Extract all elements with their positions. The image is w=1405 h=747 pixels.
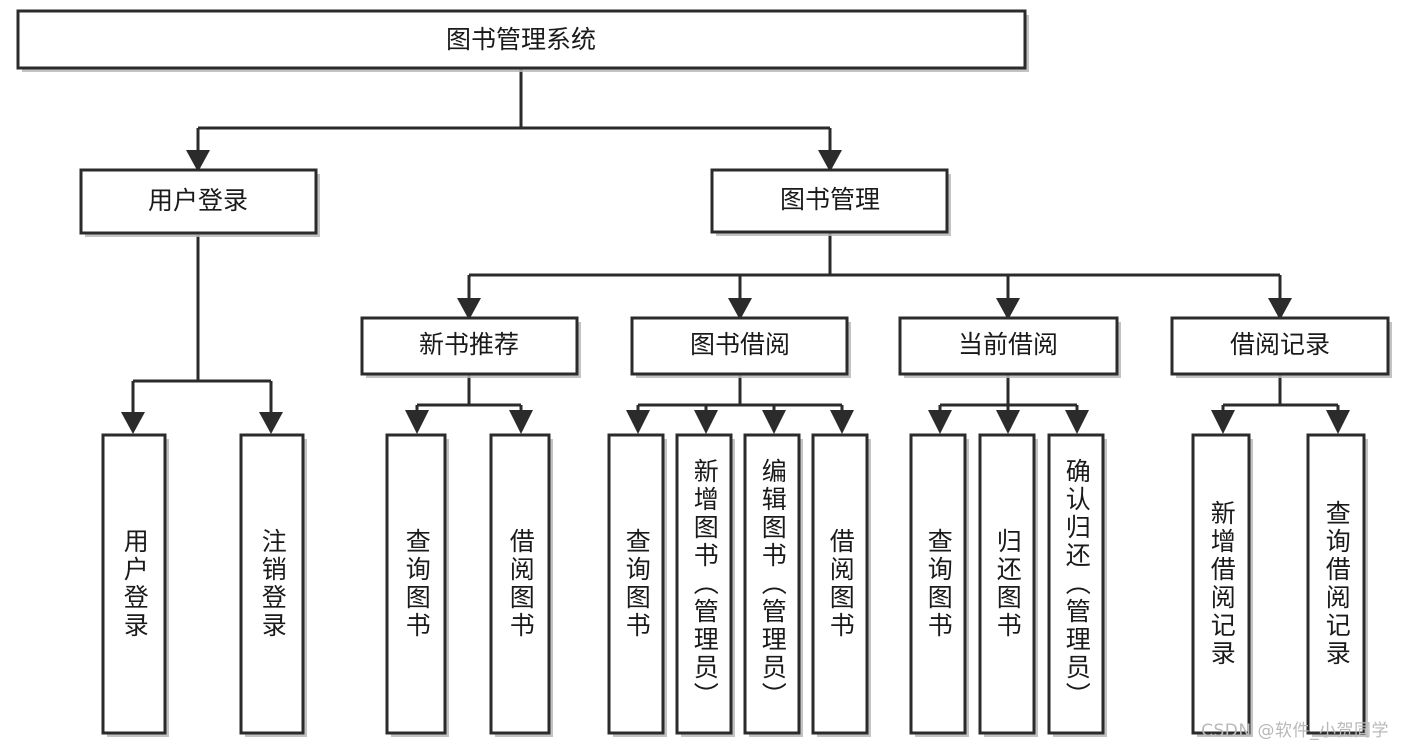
arrow-head-book-mgmt	[818, 150, 842, 172]
arrow-head-recommend-leaf-2	[509, 410, 533, 434]
node-layer: 图书管理系统 用户登录 图书管理 新书推荐 图书借阅 当前借阅 借阅记录	[16, 9, 1392, 737]
arrow-head-borrow-leaf-3	[762, 410, 786, 434]
level1-label-user-login: 用户登录	[148, 186, 248, 215]
leaf-node-borrow-edit-book-admin[interactable]	[743, 433, 801, 735]
leaf-node-borrow-query-book[interactable]	[607, 433, 665, 735]
arrow-head-borrow-leaf-2	[694, 410, 718, 434]
root-node-label: 图书管理系统	[446, 25, 596, 54]
leaf-node-record-query-record[interactable]	[1306, 433, 1366, 735]
arrow-head-current-borrow	[996, 298, 1020, 320]
level2-node-current-borrow[interactable]	[898, 316, 1119, 376]
level1-node-user-login[interactable]	[79, 168, 318, 235]
level1-label-book-management: 图书管理	[780, 185, 880, 214]
arrow-head-new-book-recommend	[457, 298, 481, 320]
arrow-head-current-leaf-1	[928, 410, 952, 434]
root-node-box[interactable]	[16, 9, 1027, 70]
arrow-head-book-borrow	[728, 298, 752, 320]
arrow-head-recommend-leaf-1	[405, 410, 429, 434]
leaf-node-user-login-login[interactable]	[101, 433, 167, 735]
leaf-node-borrow-add-book-admin[interactable]	[675, 433, 733, 735]
leaf-node-current-query-book[interactable]	[909, 433, 967, 735]
arrow-head-current-leaf-2	[996, 410, 1020, 434]
leaf-node-recommend-query-book[interactable]	[385, 433, 447, 735]
connector-layer	[121, 68, 1350, 434]
arrow-head-record-leaf-1	[1211, 410, 1235, 434]
arrow-head-user-login-leaf-1	[121, 412, 145, 434]
arrow-head-user-login-leaf-2	[259, 412, 283, 434]
level2-label-book-borrow: 图书借阅	[690, 330, 790, 359]
leaf-node-record-add-record[interactable]	[1191, 433, 1251, 735]
arrow-head-borrow-leaf-1	[626, 410, 650, 434]
leaf-node-borrow-borrow-book[interactable]	[811, 433, 869, 735]
arrow-head-user-login	[186, 150, 210, 172]
arrow-head-record-leaf-2	[1326, 410, 1350, 434]
leaf-node-recommend-borrow-book[interactable]	[489, 433, 551, 735]
level2-label-borrow-record: 借阅记录	[1230, 330, 1330, 359]
arrow-head-current-leaf-3	[1065, 410, 1089, 434]
level2-label-new-book-recommend: 新书推荐	[419, 330, 519, 359]
level2-node-book-borrow[interactable]	[630, 316, 849, 376]
leaf-node-current-confirm-return-admin[interactable]	[1047, 433, 1105, 735]
leaf-node-user-login-logout[interactable]	[239, 433, 305, 735]
arrow-head-borrow-record	[1268, 298, 1292, 320]
level2-label-current-borrow: 当前借阅	[958, 330, 1058, 359]
level2-node-borrow-record[interactable]	[1170, 316, 1390, 376]
leaf-node-current-return-book[interactable]	[978, 433, 1036, 735]
level2-node-new-book-recommend[interactable]	[360, 316, 579, 376]
watermark-text: CSDN @软件_小贺同学	[1201, 721, 1389, 741]
arrow-head-borrow-leaf-4	[830, 410, 854, 434]
level1-node-book-management[interactable]	[710, 168, 949, 234]
